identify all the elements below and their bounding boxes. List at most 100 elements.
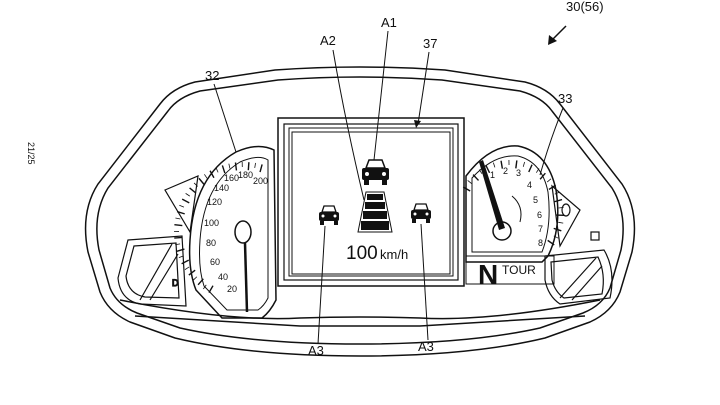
- speed-value: 100: [346, 243, 378, 264]
- label-33: 33: [558, 91, 572, 106]
- speedometer-tick-marks: [173, 162, 263, 293]
- dial-tick: [185, 193, 191, 197]
- tachometer-tick-label: 4: [527, 180, 532, 190]
- center-display: [277, 117, 465, 287]
- dial-tick: [215, 167, 219, 173]
- label-a1: A1: [381, 15, 397, 30]
- tachometer-tick-label: 2: [503, 166, 508, 176]
- speed-unit: km/h: [380, 247, 408, 262]
- lead-vehicle-car-front-icon: [362, 159, 389, 185]
- dial-tick: [192, 276, 198, 281]
- dial-tick: [176, 210, 185, 215]
- dial-tick: [175, 217, 181, 220]
- dial-tick: [209, 170, 215, 179]
- speedometer-tick-label: 20: [227, 284, 237, 294]
- tachometer: 1 2 3 4 5 6 7 8: [462, 145, 565, 263]
- dial-tick: [254, 162, 256, 168]
- speedometer-tick-label: 100: [204, 218, 219, 228]
- tachometer-tick-label: 7: [538, 224, 543, 234]
- dial-tick: [197, 278, 204, 286]
- dial-tick: [178, 255, 184, 259]
- page-marker: 21/25: [26, 142, 36, 165]
- left-indicator-panel: D: [117, 235, 187, 307]
- reference-labels: A1 A2 37 32 33 A3 A3: [205, 15, 572, 358]
- dial-tick: [181, 259, 190, 265]
- right-side-elements: [544, 184, 613, 305]
- speedometer-tick-label: 120: [207, 197, 222, 207]
- dial-tick: [203, 284, 207, 290]
- tachometer-tick-label: 5: [533, 195, 538, 205]
- dial-tick: [467, 180, 472, 184]
- speedometer-labels: 200 180 160 140 120 100 80 60 40 20: [204, 170, 268, 294]
- arrow-icon: [548, 25, 567, 45]
- dial-tick: [554, 191, 560, 195]
- dial-tick: [208, 285, 214, 293]
- riding-mode: TOUR: [502, 263, 536, 277]
- dial-tick: [515, 160, 518, 169]
- dial-tick: [522, 161, 525, 167]
- gear-mode-strip: N TOUR: [465, 255, 555, 290]
- tachometer-tick-label: 1: [490, 170, 495, 180]
- tachometer-tick-label: 3: [516, 168, 521, 178]
- dial-tick: [175, 243, 181, 246]
- dial-tick: [184, 266, 190, 270]
- dial-tick: [228, 163, 231, 169]
- tachometer-outline: [465, 145, 559, 263]
- dial-tick: [189, 187, 197, 194]
- label-a2: A2: [320, 33, 336, 48]
- left-vehicle-car-front-icon: [319, 205, 339, 225]
- speedometer-tick-label: 80: [206, 238, 216, 248]
- dial-tick: [500, 160, 504, 169]
- right-vehicle-car-front-icon: [411, 203, 431, 223]
- dial-tick: [174, 236, 183, 239]
- speedometer-tick-label: 160: [224, 173, 239, 183]
- tachometer-tick-label: 6: [537, 210, 542, 220]
- dial-tick: [485, 165, 491, 174]
- dial-tick: [535, 168, 540, 173]
- speedometer-hub: [234, 220, 252, 244]
- label-a3-left: A3: [308, 343, 324, 358]
- dial-tick: [462, 186, 471, 192]
- label-37: 37: [423, 36, 437, 51]
- speedometer-tick-label: 200: [253, 176, 268, 186]
- dial-tick: [528, 164, 533, 173]
- dial-tick: [539, 172, 546, 180]
- dial-tick: [174, 223, 183, 227]
- dial-tick: [478, 169, 483, 174]
- dial-tick: [554, 198, 563, 203]
- tachometer-hub: [492, 221, 512, 241]
- dial-tick: [234, 162, 238, 171]
- tachometer-tick-label: 8: [538, 238, 543, 248]
- speedometer-tick-label: 180: [238, 170, 253, 180]
- speedometer-tick-label: 40: [218, 272, 228, 282]
- dial-tick: [247, 162, 250, 171]
- figure-number: 30(56): [566, 0, 604, 14]
- label-32: 32: [205, 68, 219, 83]
- cluster-housing: [84, 66, 636, 357]
- label-a3-right: A3: [418, 339, 434, 354]
- headlight-indicator-icon: D: [172, 278, 179, 288]
- speedometer: 200 180 160 140 120 100 80 60 40 20: [173, 145, 277, 319]
- speedometer-tick-label: 140: [214, 183, 229, 193]
- gear-indicator: N: [478, 259, 498, 290]
- dial-tick: [492, 162, 496, 168]
- speedometer-needle: [243, 242, 249, 313]
- dial-tick: [188, 269, 196, 276]
- tachometer-subdial: [511, 195, 522, 223]
- dial-tick: [547, 239, 555, 246]
- dial-tick: [553, 235, 559, 239]
- tachometer-labels: 1 2 3 4 5 6 7 8: [490, 166, 543, 248]
- tachometer-needle: [479, 160, 505, 230]
- dial-tick: [221, 165, 226, 174]
- speedometer-tick-label: 60: [210, 257, 220, 267]
- dial-tick: [179, 204, 185, 208]
- dial-tick: [472, 174, 480, 181]
- lane-path-icon: [357, 191, 393, 233]
- dial-tick: [181, 198, 190, 204]
- dial-tick: [259, 164, 263, 173]
- dial-tick: [198, 177, 205, 185]
- speedometer-outline: [188, 145, 277, 319]
- dial-tick: [193, 182, 198, 187]
- dial-tick: [176, 248, 185, 252]
